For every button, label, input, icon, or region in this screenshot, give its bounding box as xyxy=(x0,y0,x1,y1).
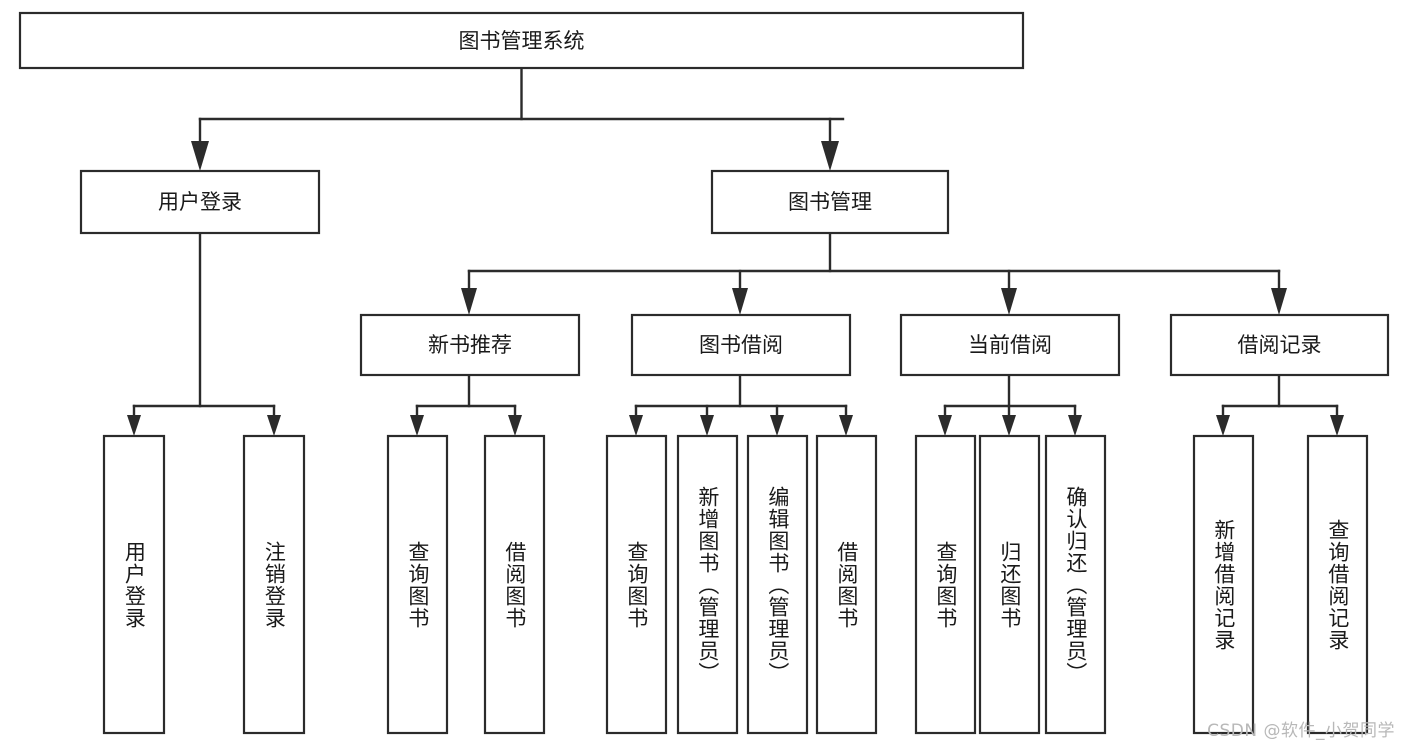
node-current-borrow-label: 当前借阅 xyxy=(968,333,1052,357)
arrow-head-book-borrow xyxy=(732,288,748,315)
node-leaf-user-login-box[interactable] xyxy=(102,434,166,735)
arrow-head-leaf-add-borrow-record xyxy=(1216,415,1230,436)
arrow-head-leaf-add-book xyxy=(700,415,714,436)
arrow-head-leaf-query-book-cur xyxy=(938,415,952,436)
node-leaf-borrow-book-box[interactable] xyxy=(815,434,878,735)
arrow-head-leaf-query-book-rec xyxy=(410,415,424,436)
arrow-head-leaf-query-book-borrow xyxy=(629,415,643,436)
node-leaf-add-borrow-record-box[interactable] xyxy=(1192,434,1255,735)
node-root-label: 图书管理系统 xyxy=(459,29,585,53)
node-book-management-label: 图书管理 xyxy=(788,190,872,214)
node-leaf-query-book-cur-box[interactable] xyxy=(914,434,977,735)
node-borrow-record-label: 借阅记录 xyxy=(1238,333,1322,357)
node-borrow-record-box[interactable] xyxy=(1169,313,1390,377)
node-book-borrow-label: 图书借阅 xyxy=(699,333,783,357)
connector-root-to-level2 xyxy=(191,66,845,171)
node-book-borrow-box[interactable] xyxy=(630,313,852,377)
node-current-borrow-box[interactable] xyxy=(899,313,1121,377)
node-leaf-add-book-box[interactable] xyxy=(676,434,739,735)
node-leaf-confirm-return-box[interactable] xyxy=(1044,434,1107,735)
arrow-head-book-management xyxy=(821,141,839,171)
csdn-watermark: CSDN @软件_小贺同学 xyxy=(1207,721,1395,741)
node-user-login-box[interactable] xyxy=(79,169,321,235)
connector-bookmgmt-to-level3 xyxy=(461,231,1287,315)
node-leaf-query-book-borrow-box[interactable] xyxy=(605,434,668,735)
node-borrow-record[interactable]: 借阅记录 xyxy=(1169,313,1390,377)
node-new-book-recommend-box[interactable] xyxy=(359,313,581,377)
node-user-login[interactable]: 用户登录 xyxy=(79,169,321,235)
arrow-head-user-login xyxy=(191,141,209,171)
arrow-head-leaf-user-login xyxy=(127,415,141,436)
node-root[interactable]: 图书管理系统 xyxy=(18,11,1025,70)
connector-bookborrow-to-leaves xyxy=(629,373,853,436)
node-current-borrow[interactable]: 当前借阅 xyxy=(899,313,1121,377)
connector-userlogin-to-leaves xyxy=(127,231,281,436)
node-book-management-box[interactable] xyxy=(710,169,950,235)
arrow-head-leaf-borrow-book xyxy=(839,415,853,436)
connector-currentborrow-to-leaves xyxy=(938,373,1082,436)
arrow-head-leaf-return-book xyxy=(1002,415,1016,436)
node-new-book-recommend[interactable]: 新书推荐 xyxy=(359,313,581,377)
leaf-boxes-group xyxy=(102,434,1369,735)
arrow-head-leaf-query-borrow-record xyxy=(1330,415,1344,436)
arrow-head-leaf-borrow-book-rec xyxy=(508,415,522,436)
node-root-box[interactable] xyxy=(18,11,1025,70)
node-leaf-query-borrow-record-box[interactable] xyxy=(1306,434,1369,735)
arrow-head-leaf-user-logout xyxy=(267,415,281,436)
arrow-head-borrow-record xyxy=(1271,288,1287,315)
node-leaf-query-book-rec-box[interactable] xyxy=(386,434,449,735)
connector-borrowrecord-to-leaves xyxy=(1216,373,1344,436)
arrow-head-new-book-recommend xyxy=(461,288,477,315)
node-user-login-label: 用户登录 xyxy=(158,190,242,214)
arrow-head-current-borrow xyxy=(1001,288,1017,315)
node-book-borrow[interactable]: 图书借阅 xyxy=(630,313,852,377)
node-leaf-user-logout-box[interactable] xyxy=(242,434,306,735)
node-new-book-recommend-label: 新书推荐 xyxy=(428,333,512,357)
node-leaf-edit-book-box[interactable] xyxy=(746,434,809,735)
node-book-management[interactable]: 图书管理 xyxy=(710,169,950,235)
connector-newbook-to-leaves xyxy=(410,373,522,436)
node-leaf-borrow-book-rec-box[interactable] xyxy=(483,434,546,735)
arrow-head-leaf-confirm-return xyxy=(1068,415,1082,436)
arrow-head-leaf-edit-book xyxy=(770,415,784,436)
node-leaf-return-book-box[interactable] xyxy=(978,434,1041,735)
